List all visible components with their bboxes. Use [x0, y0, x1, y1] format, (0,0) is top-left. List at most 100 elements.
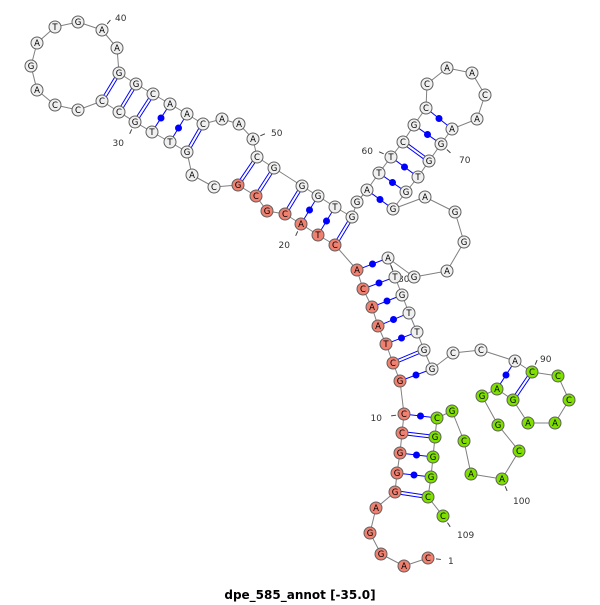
nucleotide-90 [525, 365, 539, 379]
nucleotide-letter: C [116, 108, 122, 118]
nucleotide-61 [396, 135, 410, 149]
nucleotide-letter: T [314, 231, 321, 241]
nucleotide-64 [420, 77, 434, 91]
nucleotide-letter: A [499, 475, 505, 485]
nucleotide-letter: C [516, 447, 522, 457]
wobble-pair-dot [323, 217, 330, 225]
nucleotide-76 [448, 205, 462, 219]
nucleotide-66 [465, 66, 479, 80]
nucleotide-letter: C [360, 285, 366, 295]
base-pair-bond [288, 191, 301, 210]
nucleotide-10 [397, 407, 411, 421]
nucleotide-letter: A [298, 220, 304, 230]
nucleotide-75 [418, 190, 432, 204]
nucleotide-72 [411, 170, 425, 184]
nucleotide-49 [232, 117, 246, 131]
nucleotide-letter: G [479, 392, 486, 402]
nucleotide-74 [386, 202, 400, 216]
nucleotide-letter: C [253, 192, 259, 202]
nucleotide-42 [112, 66, 126, 80]
nucleotide-40 [95, 23, 109, 37]
nucleotide-letter: T [382, 340, 389, 350]
nucleotide-107 [424, 470, 438, 484]
nucleotide-3 [374, 547, 388, 561]
position-label: 20 [279, 241, 291, 251]
nucleotide-87 [446, 346, 460, 360]
nucleotide-93 [548, 416, 562, 430]
nucleotide-letter: C [254, 153, 260, 163]
nucleotide-letter: G [235, 181, 242, 191]
nucleotide-6 [388, 485, 402, 499]
base-pair-bond [514, 375, 528, 395]
nucleotide-22 [260, 204, 274, 218]
position-label: 60 [362, 147, 374, 157]
nucleotide-20 [294, 217, 308, 231]
nucleotide-30 [128, 115, 142, 129]
position-tick [129, 129, 133, 135]
nucleotide-letter: A [219, 115, 225, 125]
nucleotide-4 [363, 526, 377, 540]
nucleotide-102 [457, 434, 471, 448]
nucleotide-39 [71, 15, 85, 29]
base-pair-bond [336, 221, 349, 240]
nucleotide-letter: G [397, 449, 404, 459]
base-pair-bond [120, 88, 133, 107]
nucleotide-24 [231, 178, 245, 192]
base-pair-bond [408, 143, 426, 157]
nucleotide-104 [430, 411, 444, 425]
nucleotide-101 [464, 467, 478, 481]
nucleotide-79 [407, 270, 421, 284]
nucleotide-56 [345, 210, 359, 224]
nucleotide-letter: C [75, 106, 81, 116]
nucleotide-38 [48, 20, 62, 34]
position-tick [447, 522, 451, 528]
nucleotide-55 [328, 200, 342, 214]
nucleotide-letter: C [400, 138, 406, 148]
nucleotide-34 [48, 98, 62, 112]
rna-secondary-structure: 1102030405060708090100109CAGGAGGGCCGCTAA… [24, 14, 576, 573]
nucleotide-letter: G [510, 396, 517, 406]
nucleotide-21 [278, 207, 292, 221]
nucleotide-88 [474, 343, 488, 357]
nucleotide-letter: T [413, 328, 420, 338]
nucleotide-73 [399, 185, 413, 199]
wobble-pair-dot [375, 279, 383, 287]
nucleotide-29 [145, 125, 159, 139]
position-tick [446, 149, 451, 154]
nucleotide-7 [390, 466, 404, 480]
nucleotide-letter: A [373, 504, 379, 514]
nucleotide-letter: A [369, 303, 375, 313]
nucleotide-78 [440, 264, 454, 278]
nucleotide-97 [475, 389, 489, 403]
position-tick [534, 359, 538, 365]
nucleotide-letter: A [375, 322, 381, 332]
nucleotide-17 [350, 263, 364, 277]
nucleotide-letter: C [482, 91, 488, 101]
position-label: 10 [371, 414, 383, 424]
nucleotide-letter: A [34, 39, 40, 49]
nucleotide-letter: C [478, 346, 484, 356]
nucleotide-letter: T [405, 309, 412, 319]
wobble-pair-dot [424, 131, 431, 138]
nucleotide-letter: A [474, 115, 480, 125]
nucleotide-57 [350, 195, 364, 209]
nucleotide-letter: A [444, 64, 450, 74]
nucleotide-letter: A [422, 193, 428, 203]
wobble-pair-dot [157, 114, 165, 122]
position-tick [106, 19, 111, 25]
nucleotide-92 [562, 393, 576, 407]
nucleotide-letter: C [150, 90, 156, 100]
position-tick [260, 133, 266, 137]
nucleotide-letter: A [34, 86, 40, 96]
nucleotide-letter: G [428, 473, 435, 483]
nucleotide-14 [371, 319, 385, 333]
nucleotide-letter: A [469, 69, 475, 79]
nucleotide-letter: C [529, 368, 535, 378]
nucleotide-letter: G [392, 488, 399, 498]
nucleotide-43 [129, 77, 143, 91]
wobble-pair-dot [383, 297, 391, 305]
base-pair-bond [517, 377, 531, 397]
nucleotide-98 [491, 418, 505, 432]
nucleotide-letter: G [432, 433, 439, 443]
wobble-pair-dot [389, 179, 396, 186]
